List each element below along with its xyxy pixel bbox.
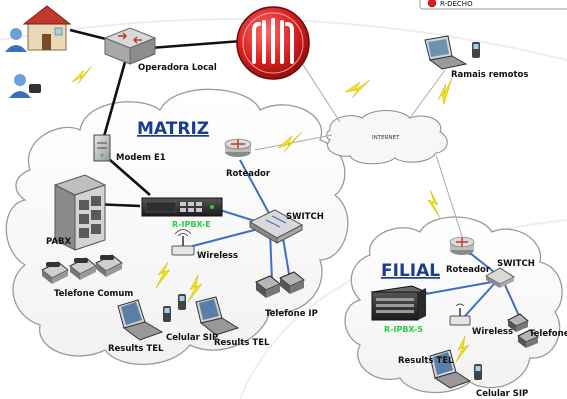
mobile-phone-icon (474, 364, 482, 380)
legend-box: R-DECHO (419, 0, 567, 10)
lightning-icon (427, 189, 441, 219)
user-phone-icon (9, 74, 41, 98)
legend-label: R-DECHO (440, 0, 473, 8)
pabx-label: PABX (46, 237, 72, 247)
company-logo (236, 6, 310, 80)
router-icon (449, 236, 475, 255)
roteador-matriz-label: Roteador (226, 169, 271, 179)
wireless-filial-label: Wireless (472, 327, 513, 337)
common-phone-icon (41, 254, 123, 284)
celular-filial-label: Celular SIP (476, 389, 528, 399)
router-icon (224, 138, 252, 157)
ip-phone-icon (507, 313, 539, 348)
wan-links (69, 28, 256, 208)
operator-switch-icon (103, 27, 157, 65)
modem-label: Modem E1 (116, 153, 166, 163)
ip-phone-icon (255, 271, 305, 298)
switch-icon (484, 267, 516, 288)
switch-icon (248, 209, 304, 244)
roteador-filial-label: Roteador (446, 265, 491, 275)
lightning-icon (187, 274, 203, 303)
lightning-icon (437, 77, 453, 105)
rpbx-e-server-icon (141, 197, 223, 217)
wireless-matriz-label: Wireless (197, 251, 238, 261)
telefone-ip-filial-label: Telefone IP (529, 329, 567, 339)
results-filial-label: Results TEL (398, 356, 454, 366)
filial-cloud (344, 216, 563, 394)
remote-mobile-icon (472, 42, 480, 58)
mobile-phone-icon (163, 294, 186, 322)
internet-cloud: INTERNET (326, 110, 448, 165)
user-icon (5, 28, 27, 52)
operadora-label: Operadora Local (138, 63, 217, 73)
wireless-ap-icon (171, 229, 195, 256)
lightning-icon (455, 335, 470, 363)
ramais-label: Ramais remotos (451, 70, 528, 80)
lightning-icon (71, 65, 93, 85)
lightning-icon (155, 261, 171, 289)
house-icon (22, 5, 72, 51)
telefone-comum-label: Telefone Comum (54, 289, 133, 299)
laptop-icon (195, 296, 240, 336)
switch-filial-label: SWITCH (497, 259, 535, 269)
laptop-icon (117, 299, 164, 341)
remote-laptop-icon (424, 35, 468, 70)
lan-links (184, 159, 521, 319)
lightning-icon (277, 131, 303, 153)
rpbx-s-server-icon (370, 285, 428, 321)
switch-matriz-label: SWITCH (286, 212, 324, 222)
results-1-label: Results TEL (108, 344, 164, 354)
rpbx-e-label: R-IPBX-E (172, 220, 211, 229)
wireless-ap-icon (449, 303, 471, 326)
pabx-server-icon (53, 174, 107, 251)
modem-icon (93, 134, 111, 162)
wireless-bolts (71, 65, 470, 363)
results-2-label: Results TEL (214, 338, 270, 348)
telefone-ip-matriz-label: Telefone IP (265, 309, 318, 319)
matriz-cloud (5, 88, 349, 366)
filial-title: FILIAL (381, 261, 440, 281)
lightning-icon (344, 79, 371, 99)
laptop-icon (429, 349, 472, 389)
celular-matriz-label: Celular SIP (166, 333, 218, 343)
rpbx-s-label: R-IPBX-S (384, 325, 423, 334)
matriz-title: MATRIZ (137, 119, 209, 139)
internet-label: INTERNET (372, 135, 400, 141)
